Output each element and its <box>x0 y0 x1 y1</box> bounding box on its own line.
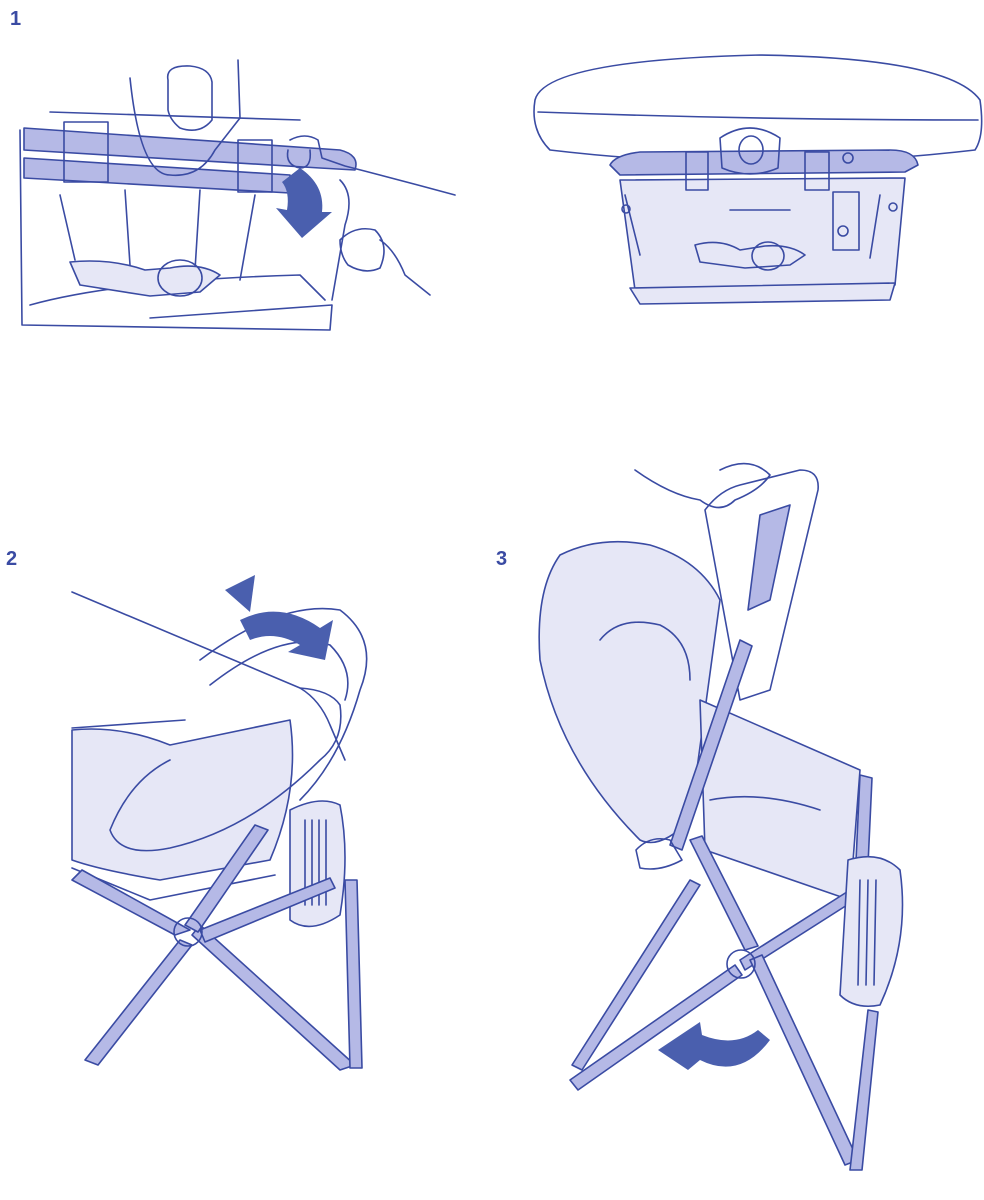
step-1-tray-underside-illustration <box>534 55 982 304</box>
step-1-tray-release-illustration <box>20 60 455 330</box>
step-2-tray-lift-illustration <box>72 575 367 1070</box>
step-3-fold-chair-illustration <box>539 464 902 1170</box>
